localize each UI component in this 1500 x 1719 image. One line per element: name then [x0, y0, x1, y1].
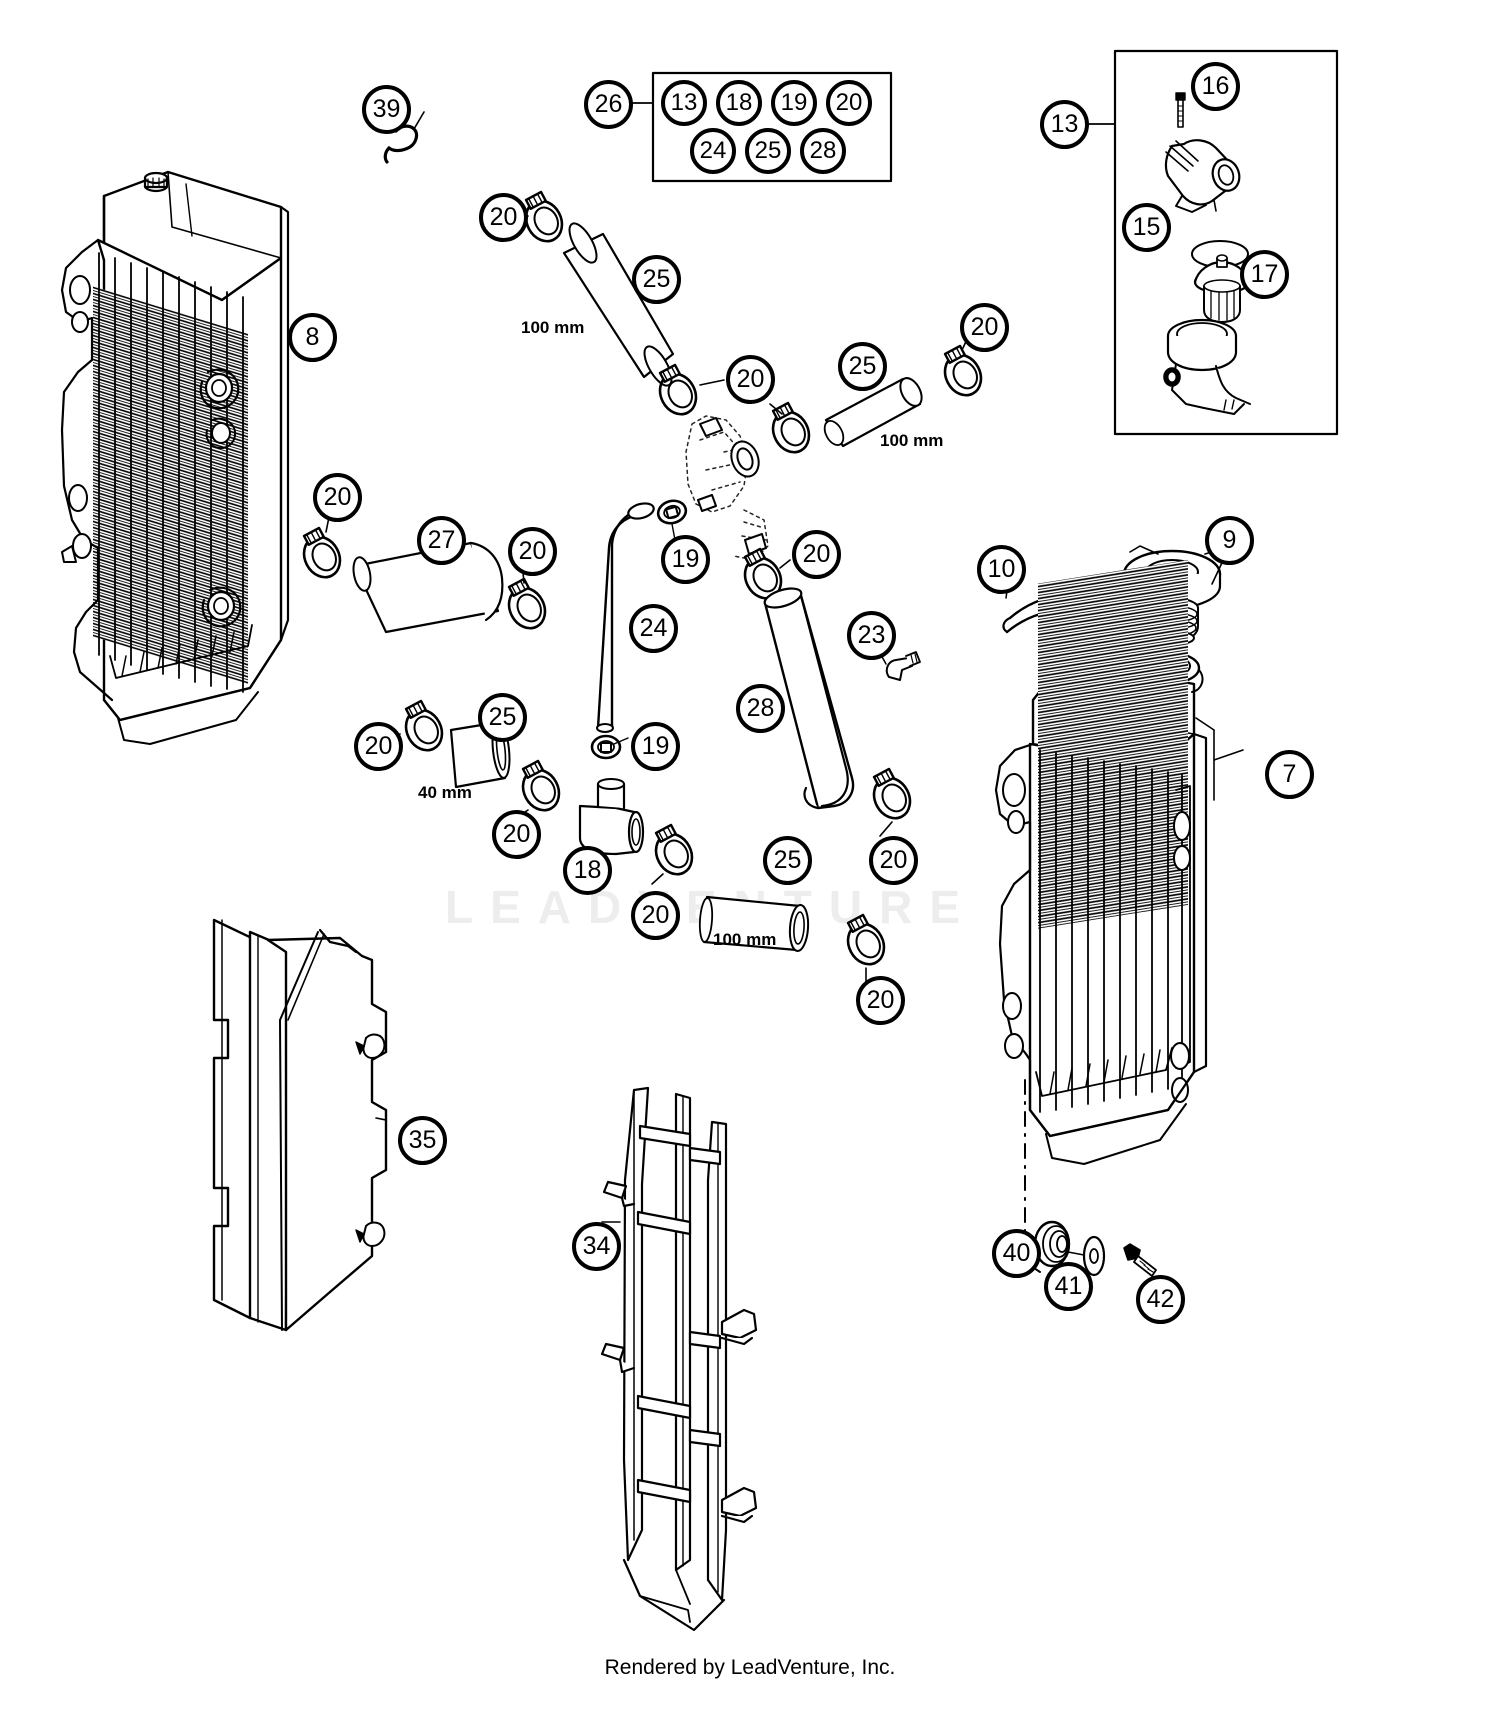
- callout-39-clip[interactable]: 39: [362, 85, 411, 134]
- kit-item-20[interactable]: 20: [826, 80, 872, 126]
- callout-20-hose-clamp-a[interactable]: 20: [479, 193, 528, 242]
- callout-28-hose-long[interactable]: 28: [736, 684, 785, 733]
- callout-24-hose-bent[interactable]: 24: [629, 604, 678, 653]
- dim-label-hose-40mm: 40 mm: [418, 783, 472, 802]
- callout-25-hose-40mm[interactable]: 25: [478, 693, 527, 742]
- part-25-hose-100mm-b: [823, 377, 923, 448]
- part-7-radiator-right: [994, 559, 1244, 1165]
- callout-25-hose-100mm-a[interactable]: 25: [632, 255, 681, 304]
- part-20-clamp-d: [295, 526, 349, 585]
- callout-9-radiator-cap[interactable]: 9: [1205, 516, 1254, 565]
- part-20-clamp-i: [647, 823, 701, 882]
- callout-20-hose-clamp-h[interactable]: 20: [492, 810, 541, 859]
- callout-20-hose-clamp-k[interactable]: 20: [856, 976, 905, 1025]
- callout-35-radiator-spoiler[interactable]: 35: [398, 1116, 447, 1165]
- part-13-housing-outlet: [1163, 318, 1251, 415]
- callout-18-t-connector[interactable]: 18: [563, 846, 612, 895]
- part-20-clamp-b: [651, 363, 705, 422]
- callout-20-hose-clamp-i[interactable]: 20: [631, 891, 680, 940]
- phantom-pump-solid: [697, 417, 767, 555]
- callout-17-thermostat[interactable]: 17: [1240, 250, 1289, 299]
- part-16-screw: [1175, 92, 1186, 128]
- kit-item-18[interactable]: 18: [716, 80, 762, 126]
- callout-23-elbow-fitting[interactable]: 23: [847, 611, 896, 660]
- dim-label-hose-100mm-top: 100 mm: [521, 318, 585, 337]
- callout-20-hose-clamp-d[interactable]: 20: [313, 473, 362, 522]
- callout-10-overflow-hose[interactable]: 10: [977, 545, 1026, 594]
- callout-25-hose-100mm-c[interactable]: 25: [763, 836, 812, 885]
- callout-16-screw[interactable]: 16: [1191, 62, 1240, 111]
- dim-label-hose-100mm-bottom: 100 mm: [713, 930, 777, 949]
- part-35-radiator-spoiler: [212, 918, 388, 1332]
- part-18-t-connector: [578, 778, 645, 873]
- part-19-spring-clamp-b: [590, 734, 622, 760]
- kit-item-25[interactable]: 25: [745, 128, 791, 174]
- callout-15-o-ring[interactable]: 15: [1122, 203, 1171, 252]
- callout-40-rubber-grommet[interactable]: 40: [992, 1229, 1041, 1278]
- callout-20-hose-clamp-e[interactable]: 20: [508, 527, 557, 576]
- kit-item-24[interactable]: 24: [690, 128, 736, 174]
- part-24-bent-hose: [596, 502, 655, 733]
- callout-20-hose-clamp-g[interactable]: 20: [354, 722, 403, 771]
- thermostat-box-13: [1084, 49, 1339, 436]
- callout-8-radiator-left[interactable]: 8: [288, 313, 337, 362]
- callout-19-spring-clamp-b[interactable]: 19: [631, 722, 680, 771]
- footer-credit: Rendered by LeadVenture, Inc.: [604, 1656, 896, 1679]
- part-20-clamp-h: [514, 759, 568, 818]
- callout-13-thermostat-housing[interactable]: 13: [1040, 100, 1089, 149]
- callout-20-hose-clamp-f[interactable]: 20: [792, 530, 841, 579]
- callout-25-hose-100mm-b[interactable]: 25: [838, 342, 887, 391]
- part-20-clamp-mid: [764, 401, 818, 460]
- callout-34-radiator-guard[interactable]: 34: [572, 1222, 621, 1271]
- kit-item-13[interactable]: 13: [661, 80, 707, 126]
- part-20-clamp-e: [500, 577, 554, 636]
- part-28-long-hose: [763, 587, 855, 810]
- callout-20-hose-clamp-c[interactable]: 20: [960, 303, 1009, 352]
- callout-20-hose-clamp-b[interactable]: 20: [726, 355, 775, 404]
- kit-item-19[interactable]: 19: [771, 80, 817, 126]
- part-20-clamp-g: [397, 699, 451, 758]
- callout-20-hose-clamp-j[interactable]: 20: [869, 836, 918, 885]
- part-8-radiator-left: [60, 170, 290, 745]
- callout-41-washer[interactable]: 41: [1044, 1262, 1093, 1311]
- callout-42-bolt[interactable]: 42: [1136, 1275, 1185, 1324]
- part-27-hose: [352, 541, 504, 634]
- part-20-clamp-c: [936, 344, 990, 403]
- dim-label-hose-100mm-right: 100 mm: [880, 431, 944, 450]
- callout-27-hose-water-pump[interactable]: 27: [417, 516, 466, 565]
- kit-item-28[interactable]: 28: [800, 128, 846, 174]
- part-34-radiator-guard: [600, 1086, 758, 1632]
- part-23-elbow: [874, 643, 921, 681]
- part-20-clamp-j: [865, 767, 919, 826]
- part-19-spring-clamp-a: [654, 496, 690, 528]
- part-20-clamp-k: [839, 913, 893, 972]
- part-39-clip: [383, 111, 425, 164]
- part-25-hose-100mm-a: [562, 222, 675, 387]
- part-41-washer: [1082, 1235, 1106, 1277]
- callout-19-spring-clamp-a[interactable]: 19: [661, 535, 710, 584]
- callout-7-radiator-right[interactable]: 7: [1265, 750, 1314, 799]
- part-40-grommet: [1033, 1220, 1071, 1268]
- part-13-housing-elbow: [1164, 139, 1241, 213]
- callout-26-hose-kit[interactable]: 26: [584, 80, 633, 129]
- part-25-hose-100mm-c: [698, 895, 810, 952]
